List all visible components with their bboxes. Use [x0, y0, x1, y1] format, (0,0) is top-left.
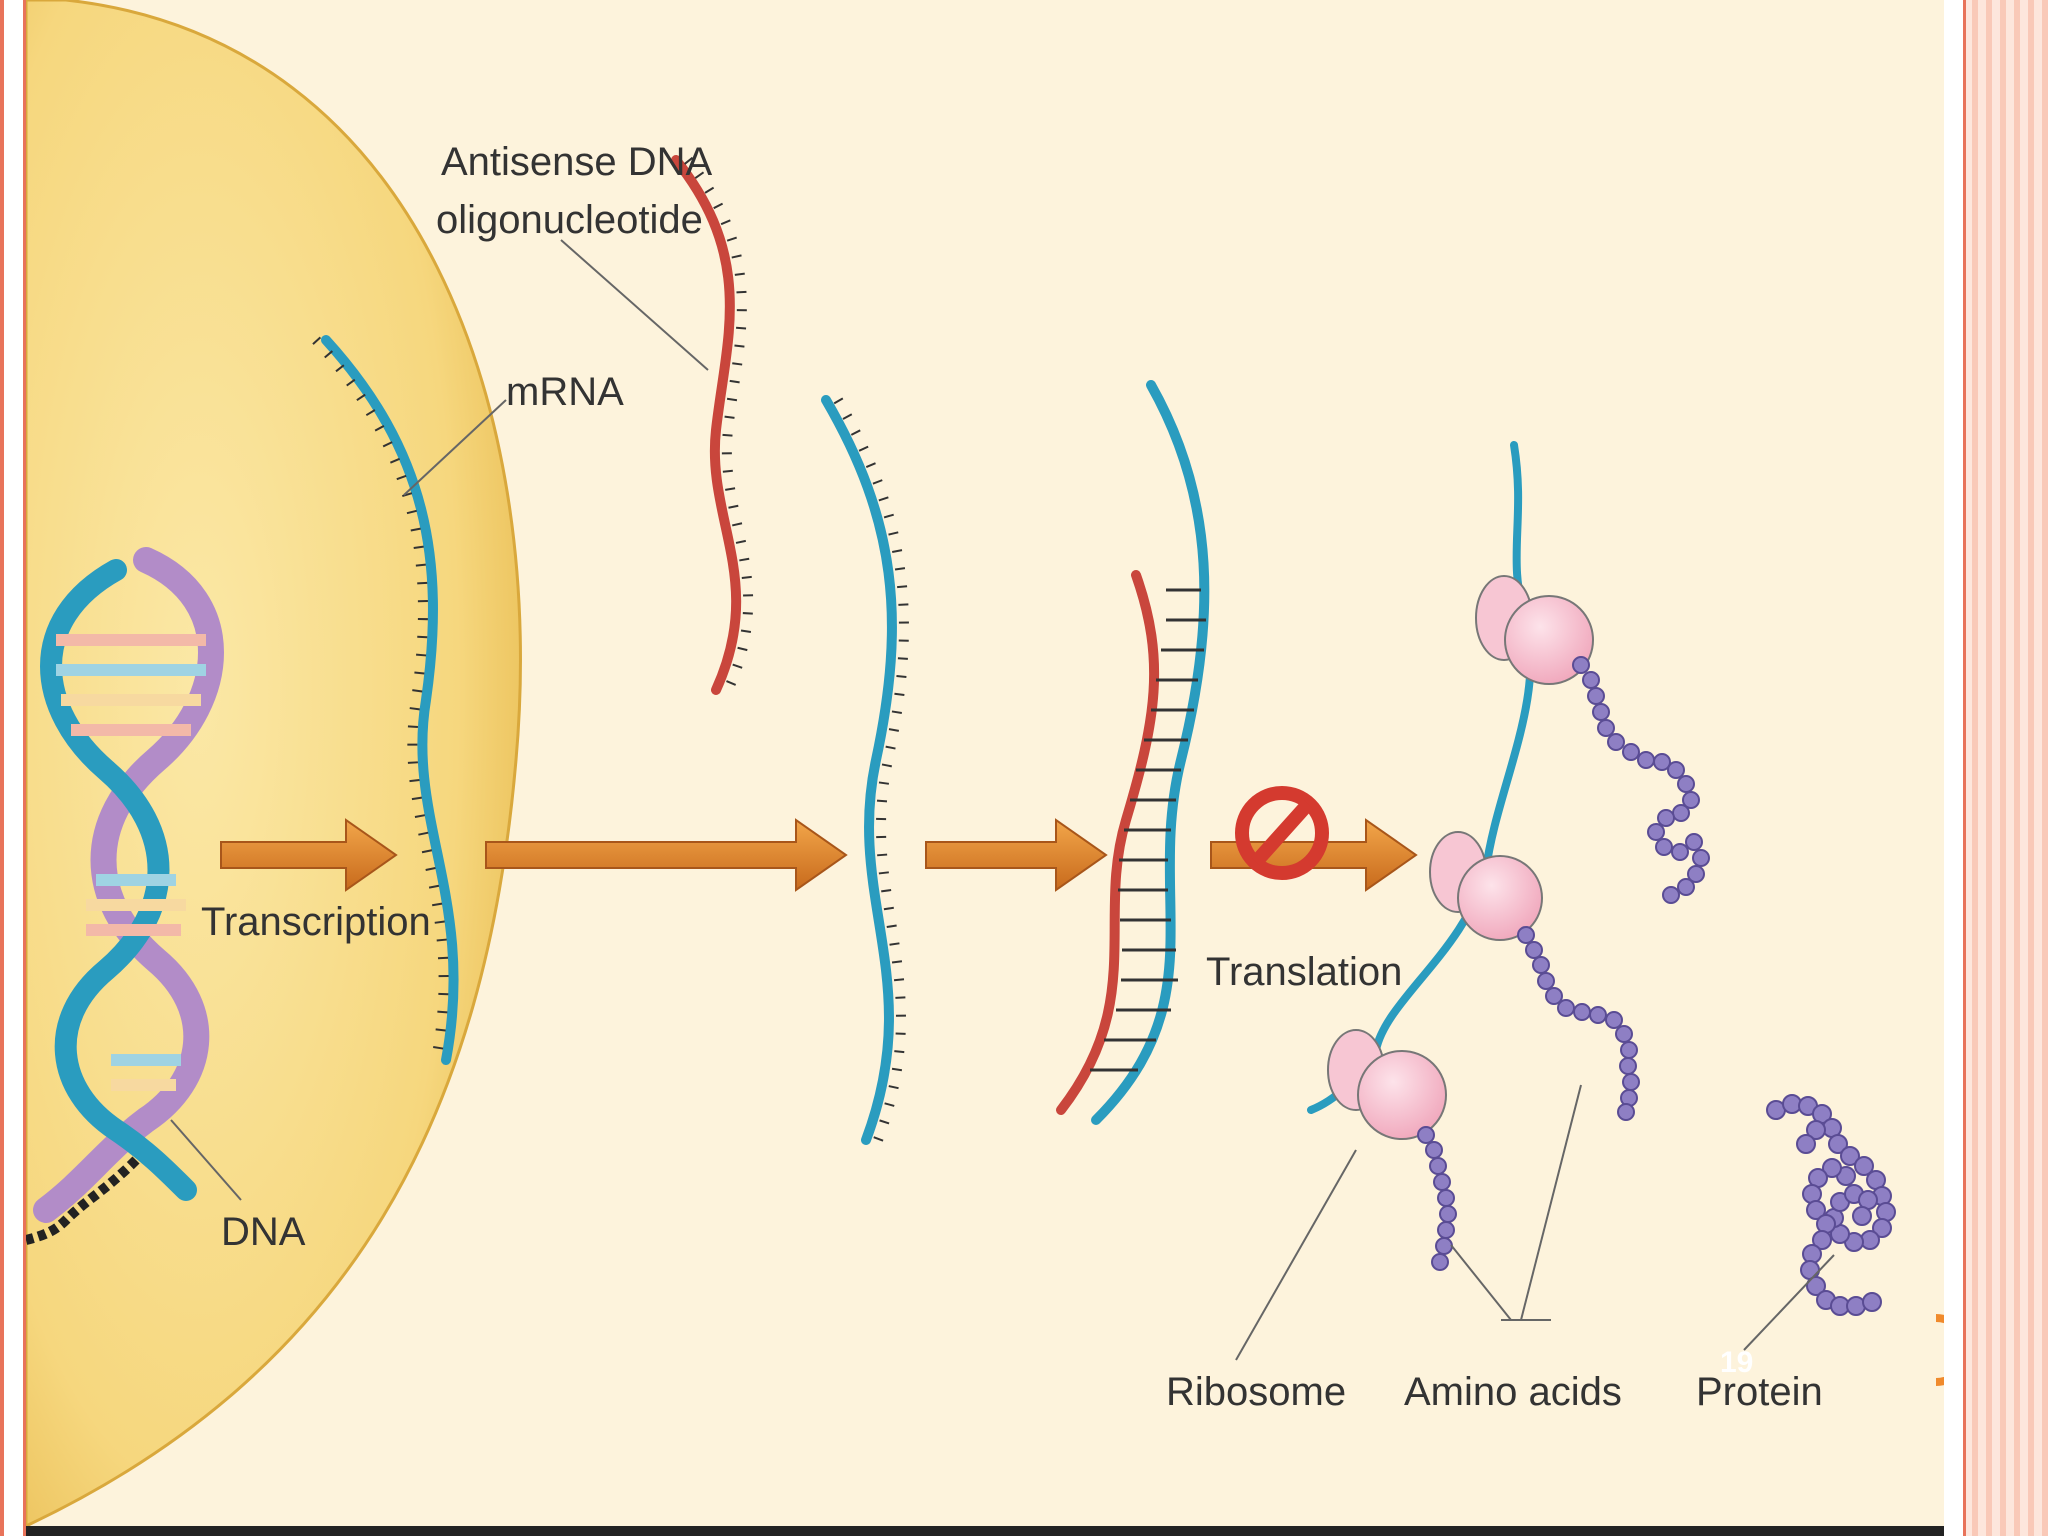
- mrna-strand-1: [312, 335, 459, 1065]
- mrna-strand-2: [821, 395, 909, 1145]
- ribosome-3: [1327, 1029, 1447, 1140]
- amino-acid-chains: [1417, 656, 1710, 1271]
- antisense-label-line2: oligonucleotide: [436, 198, 703, 242]
- transport-arrow: [485, 818, 848, 892]
- protein-label: Protein: [1696, 1370, 1823, 1414]
- mrna-label: mRNA: [506, 370, 624, 414]
- binding-arrow: [925, 818, 1108, 892]
- transcription-label: Transcription: [201, 900, 431, 944]
- mrna-antisense-duplex: [1056, 380, 1210, 1125]
- slide-number-badge: 19: [1720, 1314, 1944, 1386]
- slide-left-border: [0, 0, 26, 1536]
- slide-right-border-strip: [1944, 0, 1966, 1536]
- slide-bottom-bar: [26, 1526, 1944, 1536]
- leader-lines: [170, 239, 1835, 1361]
- antisense-label-line1: Antisense DNA: [441, 140, 713, 184]
- blocked-icon: [1235, 786, 1329, 880]
- amino-acids-label: Amino acids: [1404, 1370, 1622, 1414]
- slide-right-border: [1944, 0, 2048, 1536]
- ribosome-2: [1429, 831, 1543, 941]
- slide-number: 19: [1720, 1346, 1753, 1379]
- protein-chain: [1766, 1094, 1896, 1316]
- ribosome-1: [1475, 575, 1594, 685]
- ribosome-label: Ribosome: [1166, 1370, 1346, 1414]
- dna-helix: [26, 547, 224, 1245]
- antisense-diagram: Antisense DNA oligonucleotide mRNA Trans…: [26, 0, 1944, 1526]
- transcription-arrow: [220, 818, 398, 892]
- antisense-oligo: [671, 155, 754, 695]
- dna-label: DNA: [221, 1210, 306, 1254]
- translation-label: Translation: [1206, 950, 1402, 994]
